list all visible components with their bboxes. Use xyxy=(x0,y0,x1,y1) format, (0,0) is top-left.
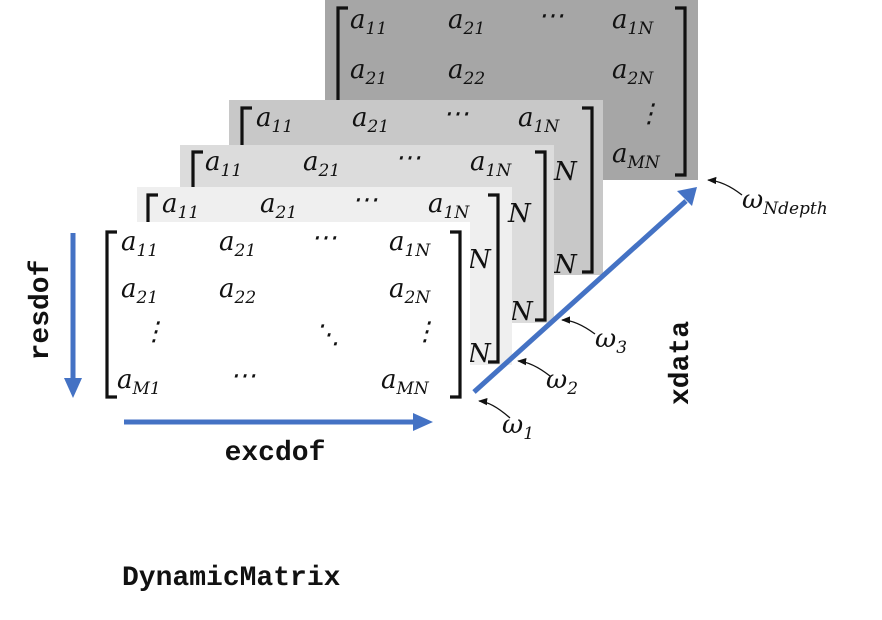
cell-partial-n-bottom: N xyxy=(509,297,534,327)
omega-ndepth-callout: ωNdepth xyxy=(707,176,828,219)
omega-1-callout: ω1 xyxy=(478,398,534,444)
excdof-label: excdof xyxy=(225,438,326,469)
right-bracket xyxy=(675,6,687,177)
cell-hdots-bottom: ⋯ xyxy=(230,361,256,391)
resdof-axis xyxy=(64,233,82,398)
cell-ddots: ⋱ xyxy=(314,320,340,350)
left-bracket xyxy=(105,230,117,399)
omega-2-pointer xyxy=(517,357,551,377)
cell-a22: a22 xyxy=(448,55,485,89)
cell-a1N: a1N xyxy=(518,103,560,137)
cell-partial-n-mid: N xyxy=(467,245,492,275)
cell-a21: a21 xyxy=(352,103,389,137)
layer-background xyxy=(95,222,470,400)
cell-a11: a11 xyxy=(350,5,387,39)
cell-a1N: a1N xyxy=(470,147,512,181)
right-bracket xyxy=(488,193,500,364)
omega-3-pointer xyxy=(561,316,596,335)
right-bracket xyxy=(535,150,547,322)
resdof-arrow-head xyxy=(64,378,82,398)
right-bracket xyxy=(582,106,594,274)
xdata-label: xdata xyxy=(666,321,697,405)
cell-hdots: ⋯ xyxy=(311,223,337,253)
cell-aMN: aMN xyxy=(612,139,661,173)
cell-a1N: a1N xyxy=(612,5,654,39)
cell-hdots: ⋯ xyxy=(443,99,469,129)
cell-a11: a11 xyxy=(121,227,158,261)
resdof-label: resdof xyxy=(26,260,57,361)
cell-hdots: ⋯ xyxy=(395,143,421,173)
omega-1-label: ω1 xyxy=(502,410,534,444)
omega-3-callout: ω3 xyxy=(561,316,627,358)
cell-a21: a21 xyxy=(219,227,256,261)
cell-aMN: aMN xyxy=(381,365,430,399)
cell-hdots: ⋯ xyxy=(538,1,564,31)
cell-partial-n-bottom: N xyxy=(467,339,492,369)
cell-vdots-right: ⋮ xyxy=(412,317,438,347)
cell-vdots-left: ⋮ xyxy=(141,317,167,347)
cell-partial-n-top: N xyxy=(507,199,532,229)
omega-ndepth-pointer xyxy=(707,176,743,196)
excdof-arrow-head xyxy=(413,413,433,431)
cell-a21-row2: a21 xyxy=(350,55,387,89)
omega-2-label: ω2 xyxy=(546,365,578,399)
right-bracket xyxy=(450,230,462,399)
omega-3-label: ω3 xyxy=(595,324,627,358)
diagram-title: DynamicMatrix xyxy=(122,563,341,594)
cell-aM1: aM1 xyxy=(117,365,161,399)
cell-a21: a21 xyxy=(303,147,340,181)
cell-a11: a11 xyxy=(162,189,199,223)
cell-a2N: a2N xyxy=(389,274,431,308)
cell-a21: a21 xyxy=(448,5,485,39)
omega-2-callout: ω2 xyxy=(517,357,578,399)
cell-partial-n: N xyxy=(553,250,578,280)
cell-a21: a21 xyxy=(260,189,297,223)
excdof-axis xyxy=(124,413,433,431)
cell-a21-row2: a21 xyxy=(121,274,158,308)
cell-hdots: ⋯ xyxy=(352,185,378,215)
cell-a2N: a2N xyxy=(612,55,654,89)
xdata-arrow-line xyxy=(472,199,688,394)
matrix-layer-front: a11 a21 ⋯ a1N a21 a22 a2N ⋮ ⋱ ⋮ aM1 ⋯ aM… xyxy=(95,222,470,400)
omega-1-pointer xyxy=(478,398,511,419)
cell-vdots: ⋮ xyxy=(636,99,662,129)
cell-a1N: a1N xyxy=(389,227,431,261)
cell-a11: a11 xyxy=(205,147,242,181)
cell-a11: a11 xyxy=(256,103,293,137)
cell-a22: a22 xyxy=(219,274,256,308)
cell-partial-n-top: N xyxy=(553,157,578,187)
xdata-arrow-head xyxy=(677,187,697,206)
xdata-axis xyxy=(472,187,697,394)
omega-ndepth-label: ωNdepth xyxy=(742,185,828,219)
cell-a1N: a1N xyxy=(428,189,470,223)
